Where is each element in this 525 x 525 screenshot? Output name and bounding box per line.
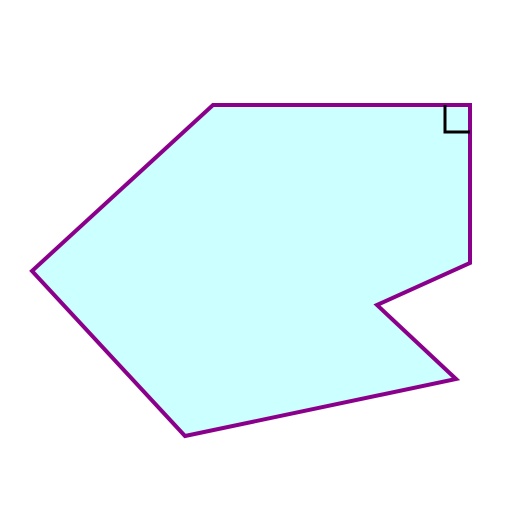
polygon-shape: [29, 103, 472, 439]
right-angle-icon: [443, 105, 470, 134]
